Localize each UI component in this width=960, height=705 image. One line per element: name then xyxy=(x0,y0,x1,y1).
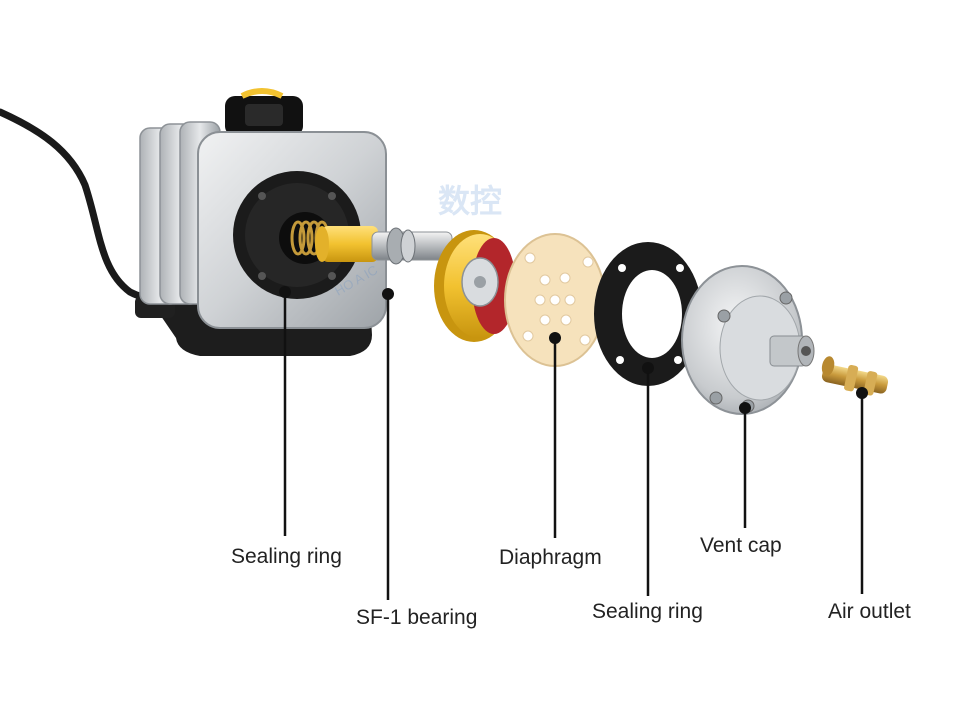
leader-dot-sealing-ring-1 xyxy=(279,286,291,298)
leader-dot-diaphragm xyxy=(549,332,561,344)
gasket-ring xyxy=(594,242,702,386)
label-sf1-bearing: SF-1 bearing xyxy=(356,606,478,629)
pump-body xyxy=(135,88,387,356)
label-air-outlet: Air outlet xyxy=(828,600,911,623)
air-outlet-part xyxy=(821,356,889,396)
vent-cap-part xyxy=(681,265,815,415)
leader-lines xyxy=(279,286,868,600)
leader-dot-air-outlet xyxy=(856,387,868,399)
label-sealing-ring-1: Sealing ring xyxy=(231,545,342,568)
label-vent-cap: Vent cap xyxy=(700,534,782,557)
leader-dot-sealing-ring-2 xyxy=(642,362,654,374)
watermark-text: 数控 xyxy=(438,182,502,220)
leader-dot-vent-cap xyxy=(739,402,751,414)
piston-head xyxy=(434,230,516,342)
leader-dot-sf1-bearing xyxy=(382,288,394,300)
label-diaphragm: Diaphragm xyxy=(499,546,602,569)
diaphragm-part xyxy=(504,233,606,367)
label-sealing-ring-2: Sealing ring xyxy=(592,600,703,623)
piston-assembly xyxy=(315,226,453,265)
